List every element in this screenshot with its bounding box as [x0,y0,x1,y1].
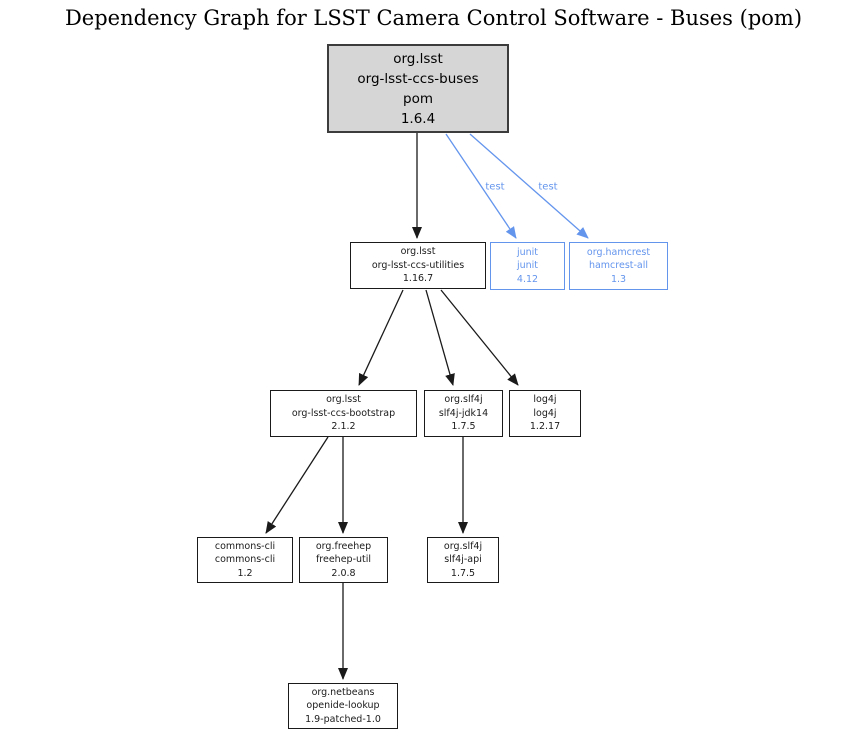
node-packaging: pom [403,90,433,107]
node-artifact-id: org-lsst-ccs-bootstrap [291,407,396,419]
node-group-id: org.netbeans [311,686,375,698]
node-group-id: commons-cli [214,540,276,552]
node-slf4j-jdk14: org.slf4j slf4j-jdk14 1.7.5 [424,390,503,437]
node-artifact-id: org-lsst-ccs-buses [357,70,479,87]
edge-buses-junit [445,133,517,239]
node-junit: junit junit 4.12 [490,242,565,290]
node-slf4j-api: org.slf4j slf4j-api 1.7.5 [427,537,499,583]
node-artifact-id: hamcrest-all [588,260,649,272]
node-group-id: org.lsst [400,246,436,258]
node-version: 1.7.5 [451,421,476,433]
edge-label-test-hamcrest: test [538,181,558,193]
node-group-id: org.lsst [393,50,443,67]
node-freehep-util: org.freehep freehep-util 2.0.8 [299,537,388,583]
node-version: 1.2 [237,567,253,579]
node-artifact-id: org-lsst-ccs-utilities [371,259,465,271]
node-log4j: log4j log4j 1.2.17 [509,390,581,437]
node-version: 1.16.7 [402,273,434,285]
node-org-lsst-ccs-buses: org.lsst org-lsst-ccs-buses pom 1.6.4 [327,44,509,133]
edge-utilities-bootstrap [358,289,404,386]
node-artifact-id: log4j [533,407,557,419]
node-artifact-id: openide-lookup [306,700,380,712]
node-openide-lookup: org.netbeans openide-lookup 1.9-patched-… [288,683,398,729]
edge-utilities-slf4j-jdk14 [425,289,455,386]
node-artifact-id: slf4j-api [444,554,482,566]
node-org-lsst-ccs-utilities: org.lsst org-lsst-ccs-utilities 1.16.7 [350,242,486,289]
edge-bootstrap-commons-cli [265,436,329,534]
node-version: 2.1.2 [331,421,356,433]
node-version: 2.0.8 [331,567,356,579]
node-version: 1.3 [610,273,627,285]
node-version: 1.7.5 [450,567,476,579]
node-group-id: junit [516,246,539,258]
edge-label-test-junit: test [485,181,505,193]
node-artifact-id: slf4j-jdk14 [438,407,489,419]
node-artifact-id: commons-cli [214,554,276,566]
node-version: 1.2.17 [529,421,561,433]
edge-utilities-log4j [440,289,519,386]
node-version: 1.9-patched-1.0 [305,713,381,725]
node-group-id: org.hamcrest [586,246,651,258]
node-version: 4.12 [516,273,539,285]
node-org-lsst-ccs-bootstrap: org.lsst org-lsst-ccs-bootstrap 2.1.2 [270,390,417,437]
node-group-id: log4j [533,394,557,406]
node-artifact-id: junit [516,260,539,272]
node-artifact-id: freehep-util [315,554,372,566]
node-group-id: org.slf4j [443,540,483,552]
node-group-id: org.freehep [315,540,372,552]
node-commons-cli: commons-cli commons-cli 1.2 [197,537,293,583]
node-group-id: org.lsst [326,394,361,406]
node-group-id: org.slf4j [444,394,483,406]
node-version: 1.6.4 [400,110,436,127]
graph-title: Dependency Graph for LSST Camera Control… [64,6,803,30]
node-hamcrest-all: org.hamcrest hamcrest-all 1.3 [569,242,668,290]
